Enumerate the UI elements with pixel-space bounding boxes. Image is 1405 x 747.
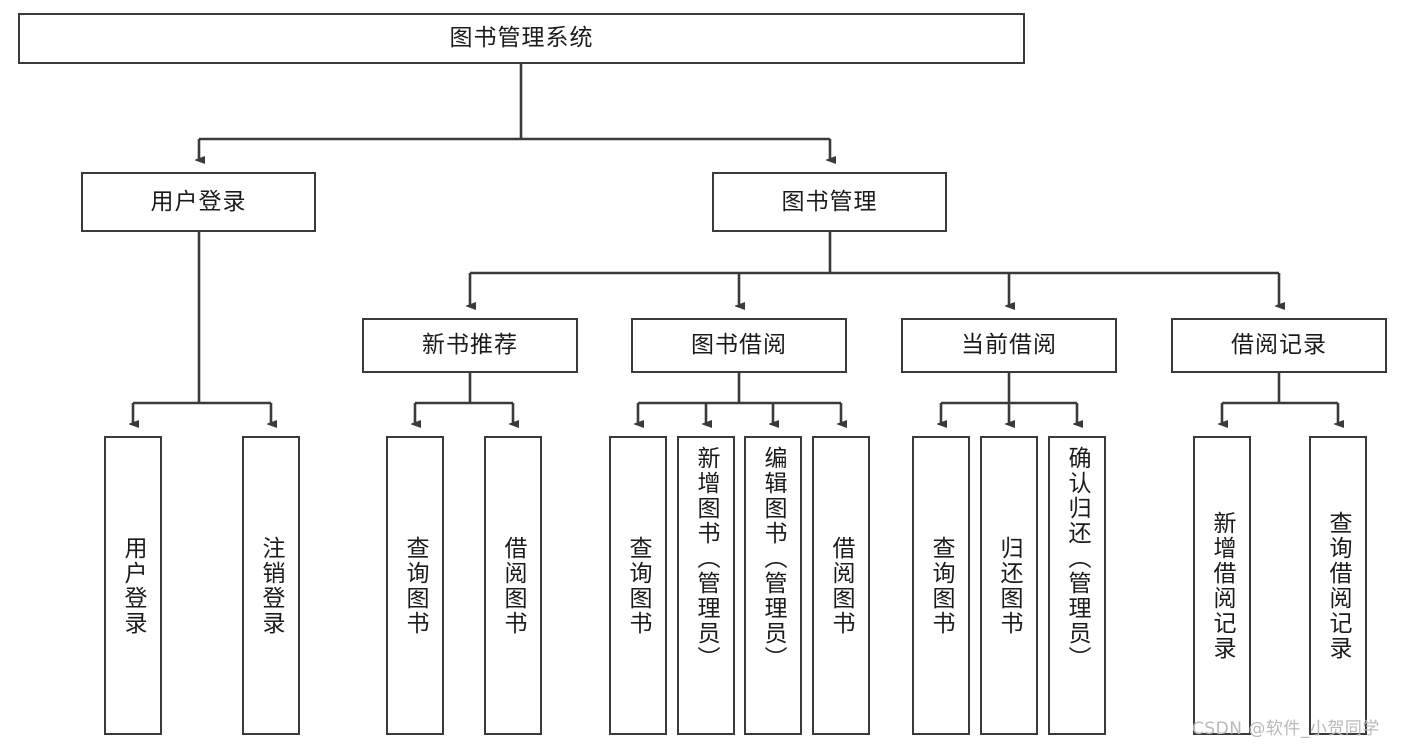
node-current-borrow[interactable]: 当前借阅 <box>901 318 1117 373</box>
leaf-add-borrow-record-label: 新增借阅记录 <box>1209 510 1236 661</box>
node-user-login-label: 用户登录 <box>150 188 247 215</box>
leaf-borrow-book-recommend[interactable]: 借阅图书 <box>484 436 542 735</box>
leaf-query-borrow-record[interactable]: 查询借阅记录 <box>1309 436 1367 735</box>
leaf-return-book-label: 归还图书 <box>996 535 1023 636</box>
leaf-query-book-recommend[interactable]: 查询图书 <box>386 436 444 735</box>
node-borrow-record[interactable]: 借阅记录 <box>1171 318 1387 373</box>
leaf-borrow-book[interactable]: 借阅图书 <box>812 436 870 735</box>
leaf-return-book[interactable]: 归还图书 <box>980 436 1038 735</box>
node-book-borrow-label: 图书借阅 <box>691 332 787 358</box>
leaf-query-book-current[interactable]: 查询图书 <box>912 436 970 735</box>
leaf-query-book-borrow[interactable]: 查询图书 <box>609 436 667 735</box>
leaf-add-borrow-record[interactable]: 新增借阅记录 <box>1193 436 1251 735</box>
node-book-borrow[interactable]: 图书借阅 <box>631 318 847 373</box>
leaf-add-book-admin[interactable]: 新增图书（管理员） <box>677 436 735 735</box>
leaf-query-book-recommend-label: 查询图书 <box>402 535 429 636</box>
leaf-query-borrow-record-label: 查询借阅记录 <box>1325 510 1352 661</box>
node-current-borrow-label: 当前借阅 <box>961 332 1057 358</box>
node-book-management-label: 图书管理 <box>781 188 878 215</box>
leaf-logout[interactable]: 注销登录 <box>242 436 300 735</box>
leaf-edit-book-admin[interactable]: 编辑图书（管理员） <box>744 436 802 735</box>
node-root[interactable]: 图书管理系统 <box>18 13 1025 64</box>
leaf-query-book-current-label: 查询图书 <box>928 535 955 636</box>
node-user-login[interactable]: 用户登录 <box>81 172 316 232</box>
node-new-book-recommend-label: 新书推荐 <box>422 332 518 358</box>
leaf-confirm-return-admin[interactable]: 确认归还（管理员） <box>1048 436 1106 735</box>
leaf-add-book-admin-label: 新增图书（管理员） <box>693 446 720 671</box>
leaf-query-book-borrow-label: 查询图书 <box>625 535 652 636</box>
node-new-book-recommend[interactable]: 新书推荐 <box>362 318 578 373</box>
leaf-confirm-return-admin-label: 确认归还（管理员） <box>1064 446 1091 671</box>
leaf-borrow-book-recommend-label: 借阅图书 <box>500 535 527 636</box>
node-book-management[interactable]: 图书管理 <box>712 172 947 232</box>
csdn-watermark: CSDN @软件_小贺同学 <box>1192 719 1380 739</box>
leaf-user-login[interactable]: 用户登录 <box>104 436 162 735</box>
leaf-borrow-book-label: 借阅图书 <box>828 535 855 636</box>
leaf-edit-book-admin-label: 编辑图书（管理员） <box>760 446 787 671</box>
leaf-user-login-label: 用户登录 <box>120 535 147 636</box>
leaf-logout-label: 注销登录 <box>258 535 285 636</box>
node-borrow-record-label: 借阅记录 <box>1231 332 1327 358</box>
node-root-label: 图书管理系统 <box>449 25 594 51</box>
